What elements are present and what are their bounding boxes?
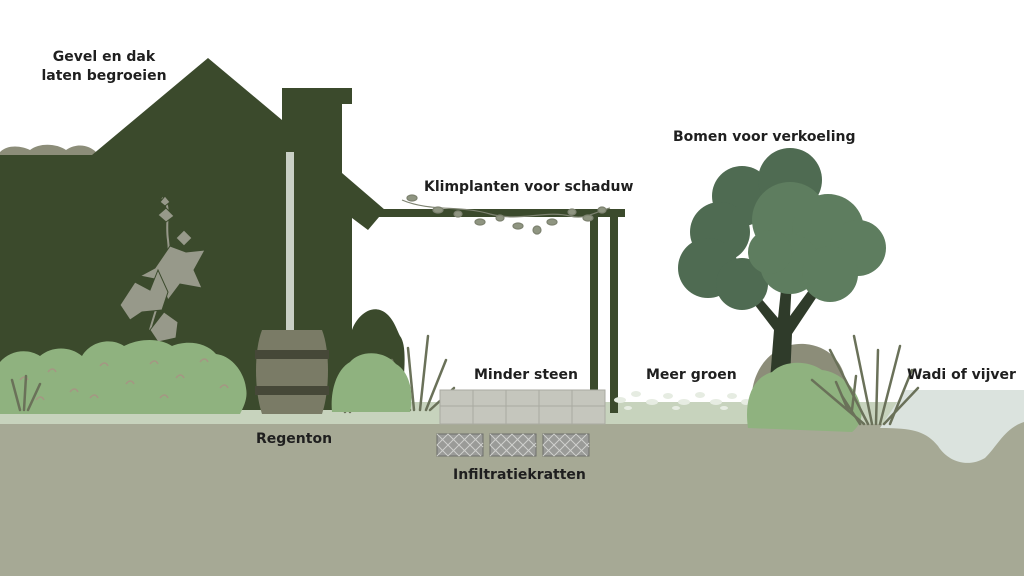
label-infiltration-crates: Infiltratiekratten (453, 467, 586, 483)
climbing-plant-vine (401, 194, 611, 235)
pavers (439, 389, 606, 425)
left-shrubs (0, 340, 247, 414)
label-trees: Bomen voor verkoeling (673, 129, 856, 145)
chimney-cap (282, 88, 352, 104)
label-facade-roof-line2: laten begroeien (41, 68, 167, 84)
right-grasses (810, 334, 920, 426)
label-more-green: Meer groen (646, 367, 737, 383)
label-facade-roof-line1: Gevel en dak (52, 49, 156, 65)
label-less-stone: Minder steen (474, 367, 578, 383)
pebbles (614, 391, 751, 410)
infiltration-crates (436, 433, 590, 457)
label-climbing-plants: Klimplanten voor schaduw (424, 179, 634, 195)
tree (678, 148, 886, 380)
roof-hedge (0, 144, 96, 158)
facade-ivy (119, 195, 206, 343)
label-wadi-pond: Wadi of vijver (907, 367, 1016, 383)
downpipe (286, 152, 294, 332)
wadi-pond (880, 390, 1024, 463)
rain-barrel (255, 330, 329, 414)
label-rain-barrel: Regenton (256, 431, 333, 447)
label-facade-roof: Gevel en dak laten begroeien (34, 48, 174, 86)
right-shrub (747, 362, 862, 432)
pergola (370, 209, 625, 413)
middle-shrub (331, 353, 412, 412)
